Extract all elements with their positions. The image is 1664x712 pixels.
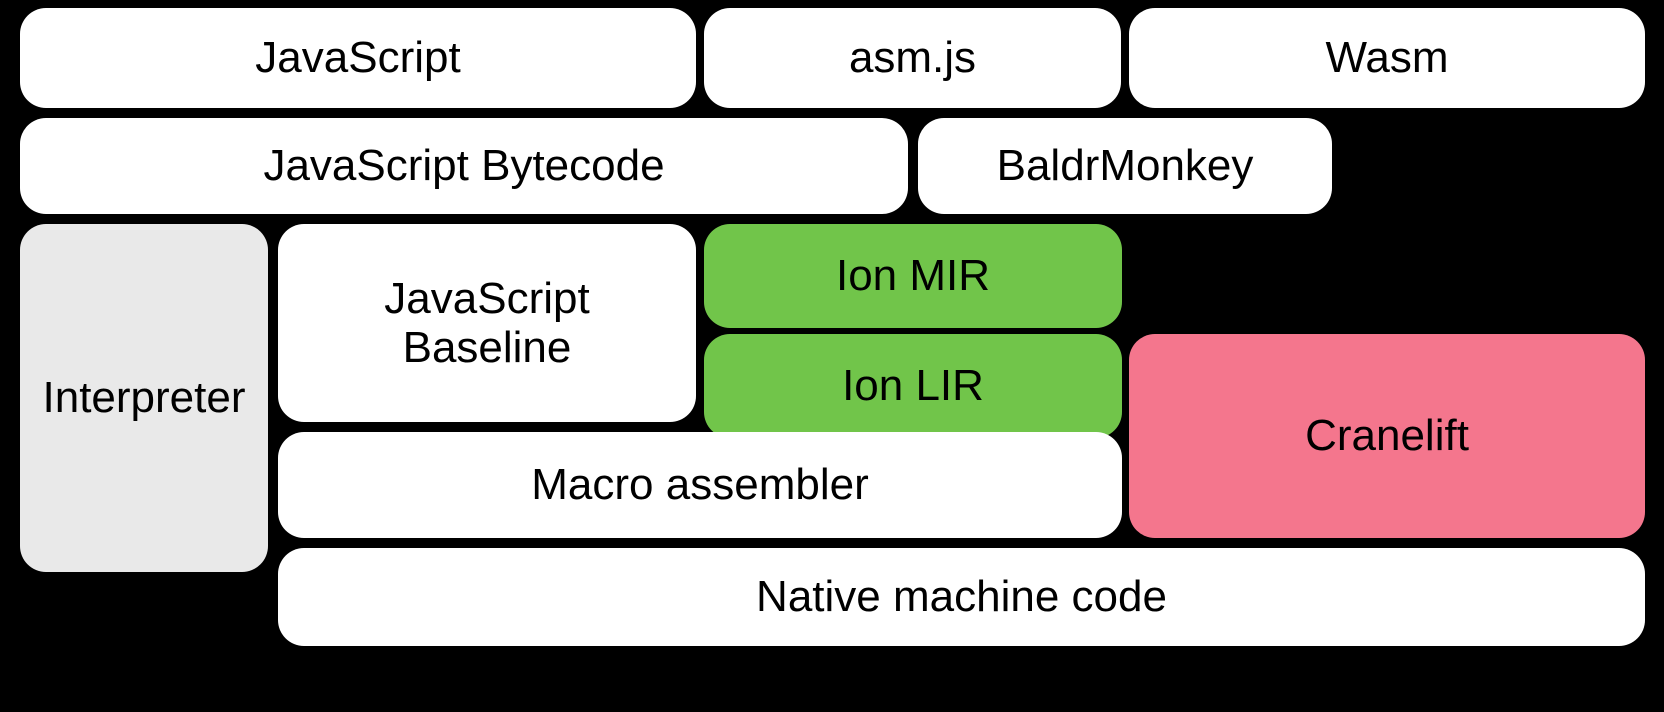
node-baldrmonkey: BaldrMonkey (918, 118, 1332, 214)
node-ion-mir: Ion MIR (704, 224, 1122, 328)
node-wasm: Wasm (1129, 8, 1645, 108)
node-javascript-baseline: JavaScript Baseline (278, 224, 696, 422)
node-ion-lir: Ion LIR (704, 334, 1122, 438)
node-asm-js: asm.js (704, 8, 1121, 108)
node-macro-assembler: Macro assembler (278, 432, 1122, 538)
node-javascript-bytecode: JavaScript Bytecode (20, 118, 908, 214)
node-javascript: JavaScript (20, 8, 696, 108)
node-native-machine-code: Native machine code (278, 548, 1645, 646)
node-cranelift: Cranelift (1129, 334, 1645, 538)
node-interpreter: Interpreter (20, 224, 268, 572)
